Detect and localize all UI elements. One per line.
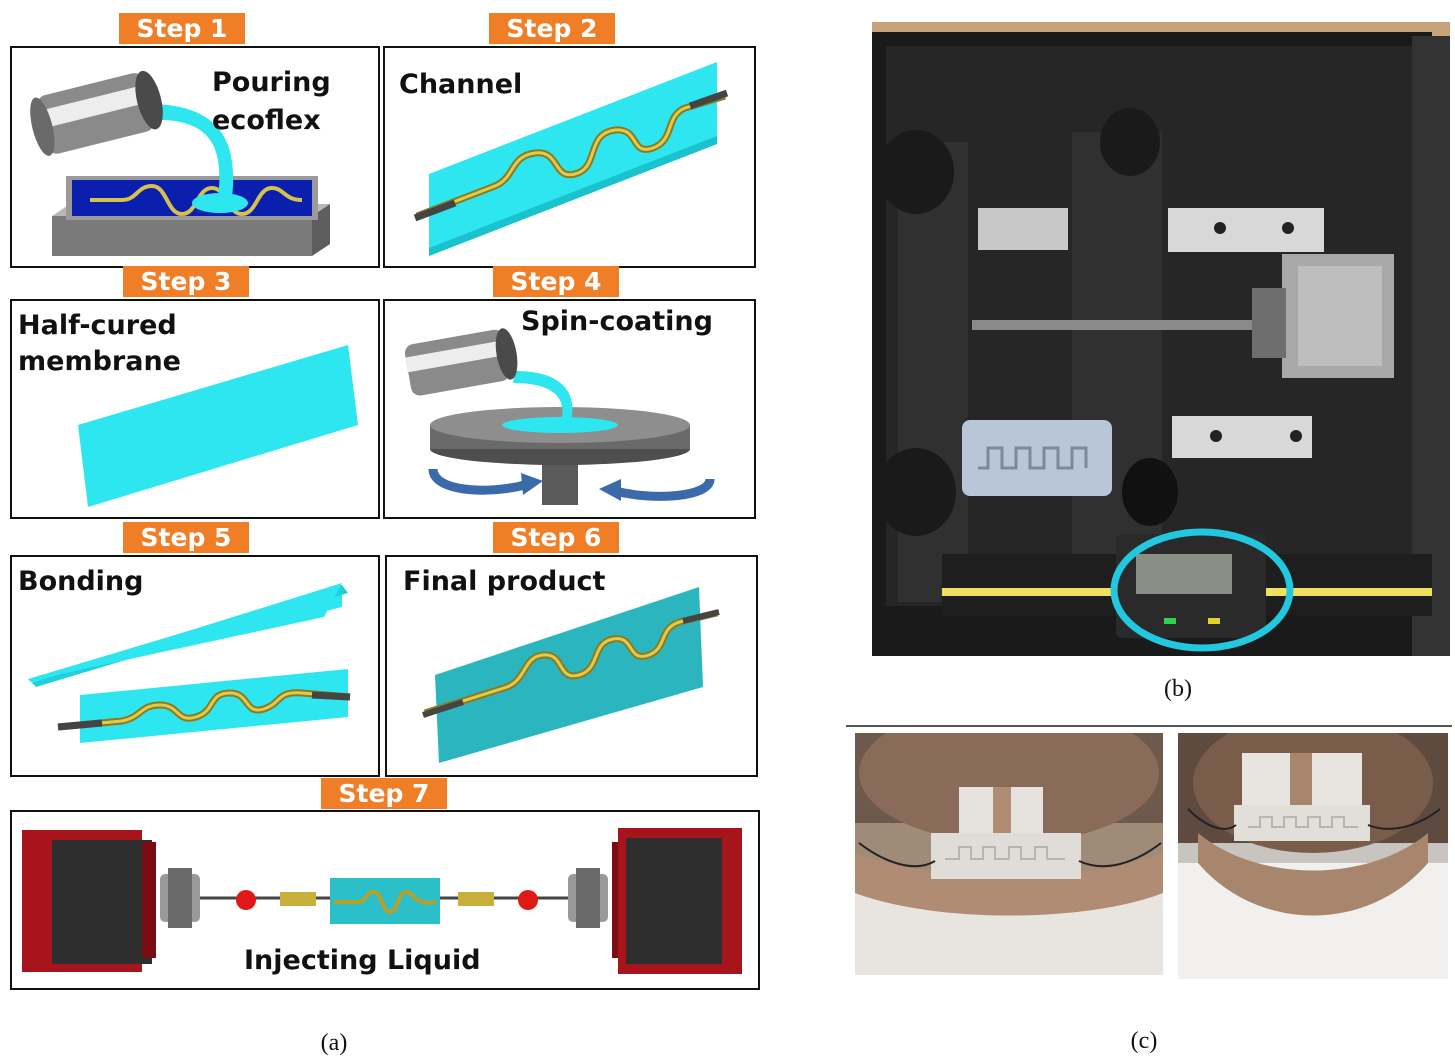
step-3-line-1: Half-cured (18, 310, 177, 341)
step-7-panel: Injecting Liquid (10, 810, 760, 990)
step-7-line-1: Injecting Liquid (244, 945, 481, 976)
neck-photo-left (855, 733, 1163, 975)
step-6-panel: Final product (385, 555, 758, 777)
step-4-panel: Spin-coating (383, 299, 756, 519)
step-3-tag: Step 3 (123, 266, 249, 297)
step-5-line-1: Bonding (18, 566, 144, 597)
step-4-line-1: Spin-coating (521, 306, 713, 337)
caption-a: (a) (320, 1030, 348, 1056)
injection-setup-illustration (22, 828, 742, 974)
step-2-panel: Channel (383, 46, 756, 268)
step-4-tag: Step 4 (493, 266, 619, 297)
step-2-tag: Step 2 (489, 13, 615, 44)
membrane-illustration (78, 345, 358, 507)
step-5-panel: Bonding (10, 555, 380, 777)
test-rig-photo (872, 22, 1450, 656)
neck-photo-right (1178, 733, 1448, 979)
step-6-line-1: Final product (403, 566, 606, 597)
step-6-tag: Step 6 (493, 522, 619, 553)
caption-b: (b) (1164, 676, 1192, 702)
pouring-illustration (30, 70, 330, 256)
step-5-tag: Step 5 (123, 522, 249, 553)
step-3-line-2: membrane (18, 346, 181, 377)
caption-c: (c) (1130, 1028, 1158, 1054)
step-1-panel: Pouring ecoflex (10, 46, 380, 268)
divider (846, 725, 1452, 727)
step-7-tag: Step 7 (321, 778, 447, 809)
step-3-panel: Half-cured membrane (10, 299, 380, 519)
step-1-tag: Step 1 (119, 13, 245, 44)
final-product-illustration (422, 587, 720, 763)
step-2-line-1: Channel (399, 69, 523, 100)
bonding-illustration (28, 583, 351, 743)
spin-coater-illustration (404, 328, 715, 505)
channel-illustration (413, 62, 729, 256)
step-1-line-1: Pouring (212, 67, 331, 98)
step-1-line-2: ecoflex (212, 105, 321, 136)
